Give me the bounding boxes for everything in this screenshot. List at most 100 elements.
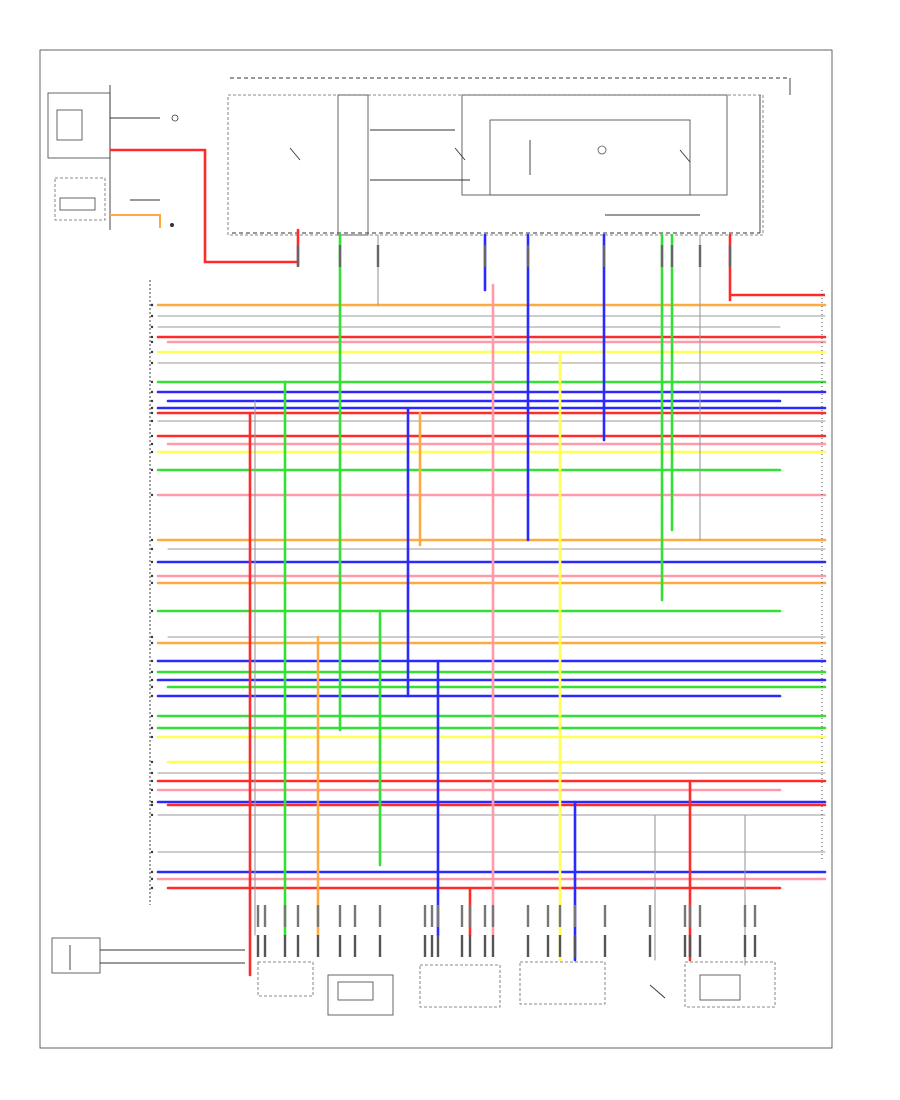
pin-dot-29 <box>150 678 154 682</box>
fuse-box <box>47 85 179 230</box>
connector-tick-upper-6 <box>353 905 357 927</box>
connector-tick-upper-25 <box>753 905 757 927</box>
connector-tick-20 <box>648 935 652 957</box>
pin-dot-40 <box>150 803 154 807</box>
connector-tick-upper-0 <box>256 905 260 927</box>
pin-dot-9 <box>150 390 154 394</box>
connector-ticks <box>256 245 757 957</box>
top-connector-tick-4 <box>526 245 530 267</box>
pin-dot-11 <box>150 406 154 410</box>
pin-dot-8 <box>150 380 154 384</box>
pin-dot-34 <box>150 735 154 739</box>
pin-dot-14 <box>150 434 154 438</box>
pin-dot-30 <box>150 685 154 689</box>
pin-dot-4 <box>150 335 154 339</box>
connector-tick-13 <box>483 935 487 957</box>
top-connector-tick-1 <box>338 245 342 267</box>
connector-tick-16 <box>546 935 550 957</box>
connector-tick-upper-7 <box>378 905 382 927</box>
connector-tick-upper-8 <box>423 905 427 927</box>
connector-tick-upper-19 <box>603 905 607 927</box>
pin-dot-28 <box>150 670 154 674</box>
pin-dot-43 <box>150 870 154 874</box>
connector-tick-6 <box>353 935 357 957</box>
top-connector-tick-2 <box>376 245 380 267</box>
connector-tick-15 <box>526 935 530 957</box>
pin-dot-13 <box>150 419 154 423</box>
connector-tick-25 <box>753 935 757 957</box>
connector-tick-0 <box>256 935 260 957</box>
connector-tick-upper-10 <box>436 905 440 927</box>
sensor-b-box <box>327 974 394 1016</box>
connector-tick-23 <box>698 935 702 957</box>
pin-dot-39 <box>150 800 154 804</box>
pin-dot-24 <box>150 609 154 613</box>
connector-tick-24 <box>743 935 747 957</box>
connector-tick-upper-23 <box>698 905 702 927</box>
connector-tick-8 <box>423 935 427 957</box>
bottom-components <box>51 937 776 1016</box>
wire-orange-sensor <box>110 214 161 228</box>
pin-dot-33 <box>150 726 154 730</box>
connector-tick-14 <box>491 935 495 957</box>
connector-tick-17 <box>558 935 562 957</box>
pin-dot-44 <box>150 877 154 881</box>
pin-dot-15 <box>150 442 154 446</box>
pin-dot-5 <box>150 340 154 344</box>
connector-tick-upper-21 <box>683 905 687 927</box>
connector-tick-upper-16 <box>546 905 550 927</box>
pin-dot-32 <box>150 714 154 718</box>
pin-dot-23 <box>150 581 154 585</box>
top-connector-tick-6 <box>660 245 664 267</box>
sensor-e-box <box>684 961 776 1008</box>
connector-tick-upper-3 <box>296 905 300 927</box>
diagram-border <box>39 49 833 1049</box>
pin-dot-20 <box>150 547 154 551</box>
pin-dot-45 <box>150 886 154 890</box>
connector-tick-upper-14 <box>491 905 495 927</box>
top-connector-tick-5 <box>602 245 606 267</box>
sensor-a-box <box>257 961 314 997</box>
pin-dot-37 <box>150 779 154 783</box>
pin-dot-17 <box>150 468 154 472</box>
connector-tick-upper-9 <box>430 905 434 927</box>
connector-tick-upper-11 <box>460 905 464 927</box>
pin-dot-12 <box>150 411 154 415</box>
top-connector-tick-9 <box>728 245 732 267</box>
connector-tick-upper-12 <box>468 905 472 927</box>
connector-tick-upper-22 <box>688 905 692 927</box>
connector-tick-upper-2 <box>283 905 287 927</box>
connector-tick-5 <box>338 935 342 957</box>
pin-dot-2 <box>150 314 154 318</box>
top-connector-tick-7 <box>670 245 674 267</box>
connector-tick-11 <box>460 935 464 957</box>
connector-tick-12 <box>468 935 472 957</box>
wires <box>150 303 827 890</box>
connector-tick-upper-18 <box>573 905 577 927</box>
pin-dot-3 <box>150 325 154 329</box>
pin-dot-31 <box>150 694 154 698</box>
pin-dot-6 <box>150 350 154 354</box>
pin-dot-42 <box>150 850 154 854</box>
top-connector-tick-8 <box>698 245 702 267</box>
pin-dot-41 <box>150 813 154 817</box>
switch-box-internals <box>289 94 728 236</box>
pin-dot-21 <box>150 560 154 564</box>
connector-tick-3 <box>296 935 300 957</box>
pin-dot-19 <box>150 538 154 542</box>
pin-dot-38 <box>150 788 154 792</box>
pin-dot-22 <box>150 574 154 578</box>
connector-tick-upper-5 <box>338 905 342 927</box>
connector-tick-4 <box>316 935 320 957</box>
pin-dot-36 <box>150 771 154 775</box>
connector-tick-upper-15 <box>526 905 530 927</box>
connector-tick-2 <box>283 935 287 957</box>
connector-tick-1 <box>263 935 267 957</box>
connector-tick-upper-20 <box>648 905 652 927</box>
pin-dot-25 <box>150 635 154 639</box>
connector-tick-9 <box>430 935 434 957</box>
pin-dot-26 <box>150 641 154 645</box>
connector-tick-22 <box>688 935 692 957</box>
sensor-c-box <box>419 964 501 1008</box>
